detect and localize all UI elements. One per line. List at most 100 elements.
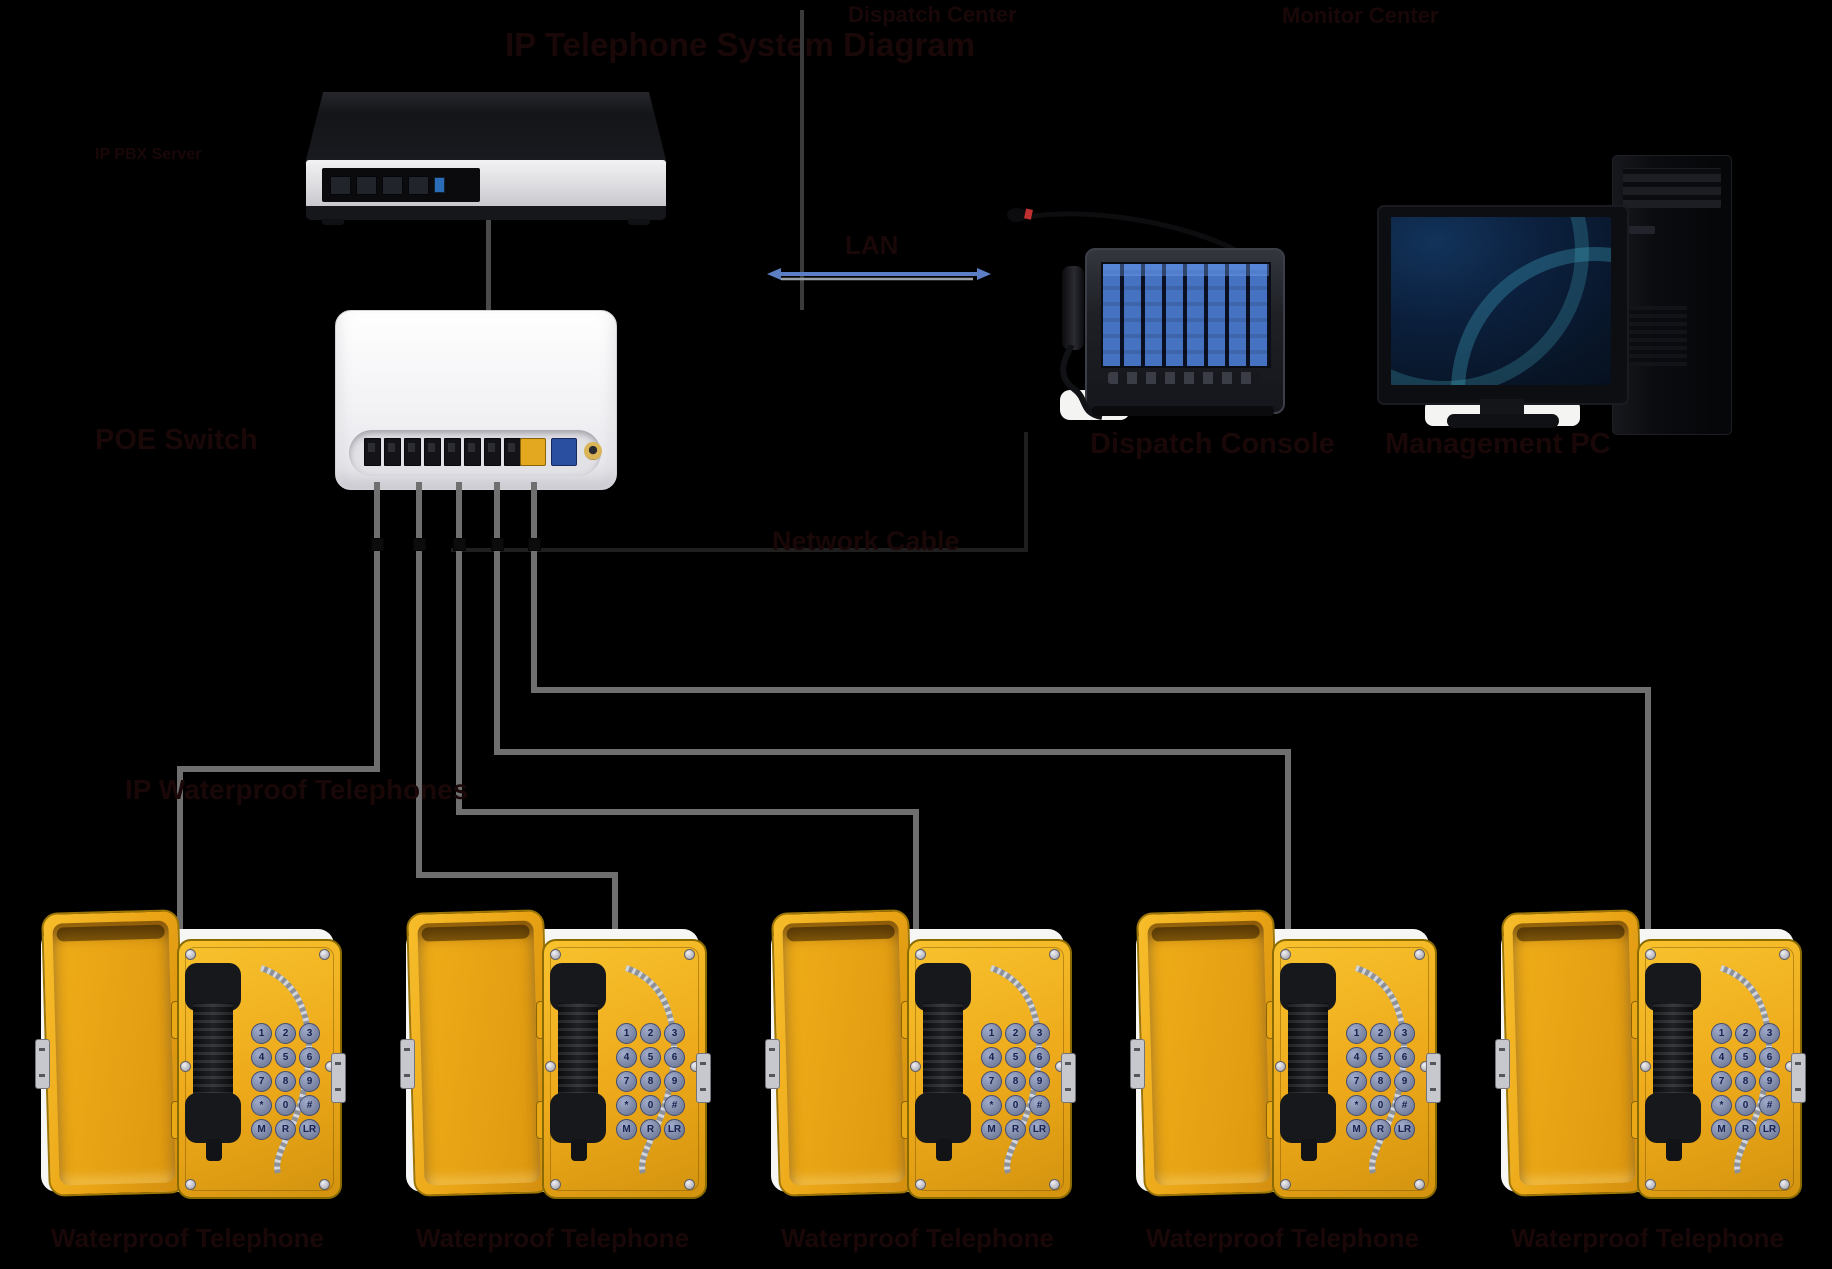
handset-grip [193,1003,233,1103]
switch-uplink-port [520,438,546,466]
switch-label: POE Switch [95,424,258,456]
cable-3 [456,809,919,815]
monitor-base [1447,414,1559,428]
cover-latch [1130,1039,1145,1089]
keypad-button-7: 7 [981,1071,1002,1092]
keypad-button-2: 2 [1735,1023,1756,1044]
handset-mouthpiece [915,1093,971,1143]
switch-lan-port [504,438,521,466]
screw [1414,949,1425,960]
keypad-button-8: 8 [640,1071,661,1092]
keypad-button-R: R [640,1119,661,1140]
keypad-button-LR: LR [299,1119,320,1140]
pc-tower [1612,155,1732,435]
keypad-button-7: 7 [251,1071,272,1092]
switch-lan-port [484,438,501,466]
keypad-button-M: M [1711,1119,1732,1140]
screw [319,1179,330,1190]
handset-grip [1653,1003,1693,1103]
keypad-button-R: R [1735,1119,1756,1140]
keypad-button-LR: LR [1759,1119,1780,1140]
screw [1779,949,1790,960]
keypad-button-7: 7 [616,1071,637,1092]
handset-grip [923,1003,963,1103]
body-latch [1791,1053,1806,1103]
screw [1280,1179,1291,1190]
rj45-connector [371,538,384,551]
screw [545,1061,556,1072]
keypad-button-9: 9 [1029,1071,1050,1092]
cable-2 [416,482,422,878]
server-port-panel [322,168,480,202]
handset-grip [558,1003,598,1103]
keypad-button-8: 8 [1005,1071,1026,1092]
console-handset [1062,266,1084,350]
lan-label: LAN [845,230,899,260]
phone-label: Waterproof Telephone [1511,1223,1784,1253]
keypad-button-1: 1 [251,1023,272,1044]
keypad-button-8: 8 [1370,1071,1391,1092]
cable-note-label: Network Cable [772,526,960,556]
keypad-button-#: # [1394,1095,1415,1116]
keypad-button-8: 8 [275,1071,296,1092]
keypad-button-8: 8 [1735,1071,1756,1092]
switch-lan-port [444,438,461,466]
screw [915,1179,926,1190]
gooseneck-mic [1007,208,1247,258]
cable-3 [913,809,919,938]
handset-cord-stub [1666,1139,1682,1161]
switch-lan-port [464,438,481,466]
handset-grip [1288,1003,1328,1103]
tower-drive-bays [1623,168,1721,208]
keypad-button-5: 5 [1370,1047,1391,1068]
tower-badge [1629,226,1655,234]
cable-4 [494,482,500,755]
keypad-button-9: 9 [299,1071,320,1092]
keypad-button-2: 2 [1370,1023,1391,1044]
page-title: IP Telephone System Diagram [505,26,976,63]
handset-cord [1060,345,1103,420]
server-bottom-edge [306,206,666,220]
pc-label: Management PC [1385,428,1611,460]
keypad-button-LR: LR [1394,1119,1415,1140]
keypad-button-5: 5 [1735,1047,1756,1068]
screw [1280,949,1291,960]
server-port [408,175,429,195]
screw [684,1179,695,1190]
keypad-button-2: 2 [640,1023,661,1044]
switch-lan-ports [364,438,521,466]
phone-label: Waterproof Telephone [1146,1223,1419,1253]
keypad-button-7: 7 [1711,1071,1732,1092]
switch-lan-port [364,438,381,466]
keypad-button-R: R [275,1119,296,1140]
cable-5 [1645,687,1651,938]
keypad-button-5: 5 [640,1047,661,1068]
switch-lan-port [404,438,421,466]
phone-label: Waterproof Telephone [51,1223,324,1253]
keypad-button-M: M [251,1119,272,1140]
keypad-button-*: * [981,1095,1002,1116]
keypad-button-3: 3 [299,1023,320,1044]
cover-latch [35,1039,50,1089]
screw [550,1179,561,1190]
keypad-button-9: 9 [1759,1071,1780,1092]
keypad-button-2: 2 [1005,1023,1026,1044]
keypad-button-4: 4 [616,1047,637,1068]
screw [1645,1179,1656,1190]
phones-note-label: IP Waterproof Telephones [125,774,469,805]
keypad-button-6: 6 [1029,1047,1050,1068]
console-base [1092,406,1274,416]
keypad-button-LR: LR [1029,1119,1050,1140]
keypad-button-0: 0 [275,1095,296,1116]
rj45-connector [413,538,426,551]
screw [1275,1061,1286,1072]
cover-latch [765,1039,780,1089]
rj45-connector [453,538,466,551]
cable-1 [177,766,380,772]
server-top-face [305,92,667,164]
body-latch [696,1053,711,1103]
keypad-button-3: 3 [1759,1023,1780,1044]
keypad-button-*: * [1346,1095,1367,1116]
